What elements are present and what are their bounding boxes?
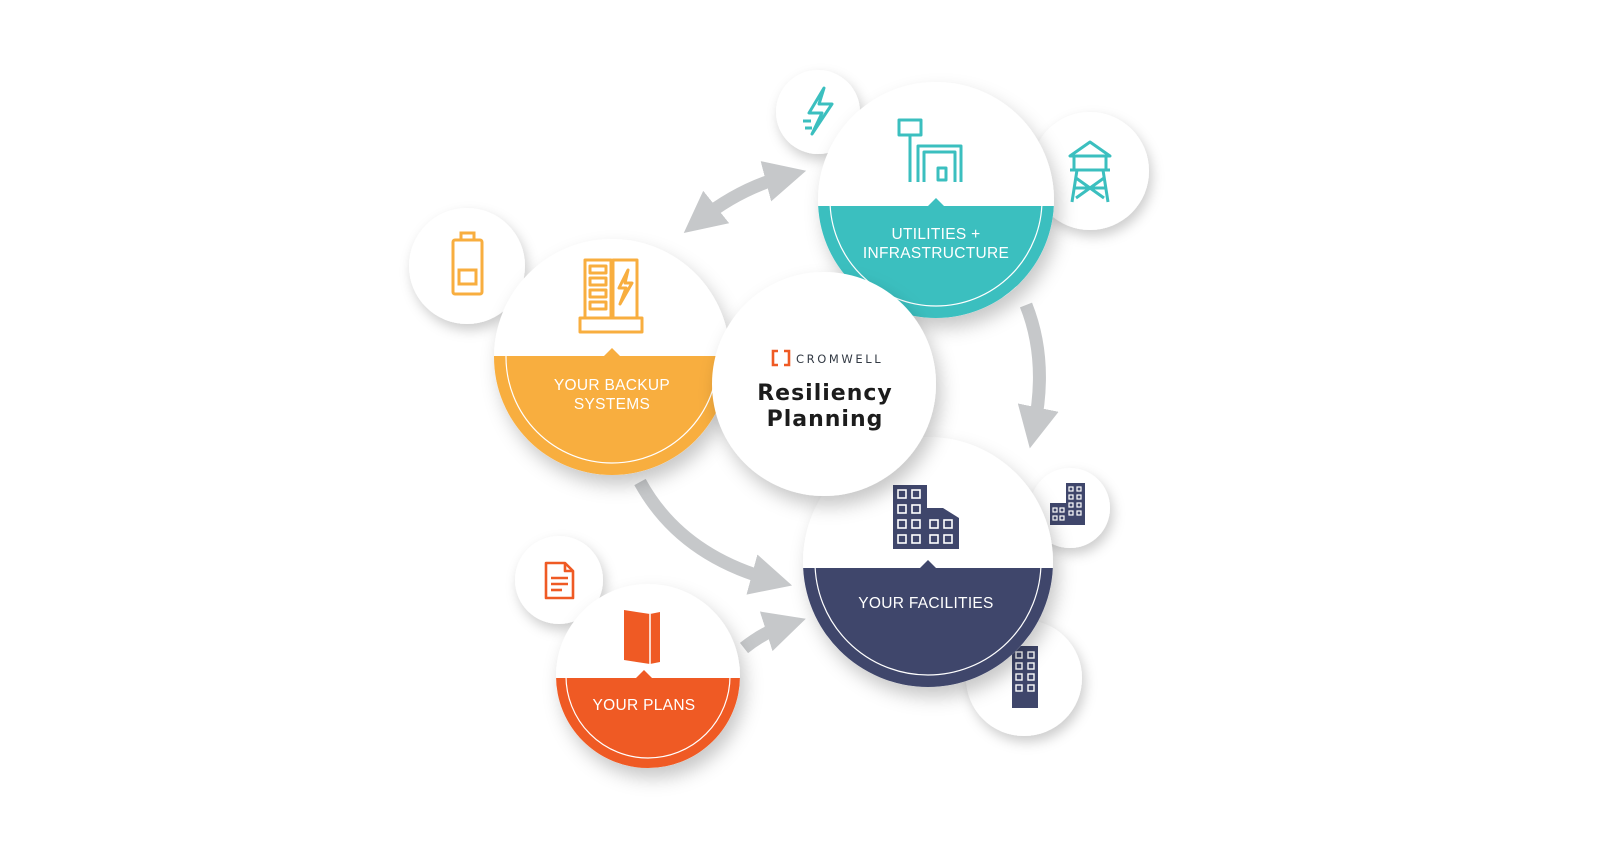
- satellite-battery: [409, 208, 525, 324]
- plans-label: YOUR PLANS: [593, 697, 696, 714]
- satellite-document: [515, 536, 603, 624]
- plans-binder-icon: [624, 610, 660, 664]
- small-building-icon: [1050, 483, 1085, 525]
- utilities-label-line1: UTILITIES +: [891, 226, 980, 243]
- facilities-label: YOUR FACILITIES: [858, 595, 993, 612]
- lightning-icon: [803, 86, 834, 136]
- brand-name: CROMWELL: [796, 352, 883, 366]
- document-icon: [544, 561, 575, 600]
- center-title-line1: Resiliency: [757, 381, 893, 406]
- cromwell-logo-mark: [771, 349, 791, 367]
- battery-icon: [451, 231, 484, 296]
- satellite-water-tower: [1031, 112, 1149, 230]
- backup-label-line1: YOUR BACKUP: [554, 377, 670, 394]
- center-title-line2: Planning: [767, 407, 884, 432]
- center-resiliency-planning: CROMWELL Resiliency Planning: [712, 272, 936, 496]
- backup-generator-icon: [578, 258, 644, 334]
- arrow-plans-facilities: [739, 611, 806, 654]
- flow-arrows: [634, 161, 1059, 654]
- node-backup-systems: YOUR BACKUP SYSTEMS: [494, 239, 730, 475]
- water-tower-icon: [1068, 140, 1112, 203]
- backup-label-line2: SYSTEMS: [574, 396, 650, 413]
- tall-building-icon: [1012, 646, 1038, 708]
- arrow-utilities-facilities: [1017, 302, 1059, 449]
- arrow-backup-utilities: [683, 161, 807, 233]
- node-your-plans: YOUR PLANS: [556, 584, 740, 768]
- facility-building-icon: [893, 485, 959, 549]
- utilities-label-line2: INFRASTRUCTURE: [863, 245, 1009, 262]
- satellite-small-building: [1030, 468, 1110, 548]
- arrow-backup-facilities: [634, 478, 793, 595]
- utility-pole-building-icon: [897, 118, 963, 182]
